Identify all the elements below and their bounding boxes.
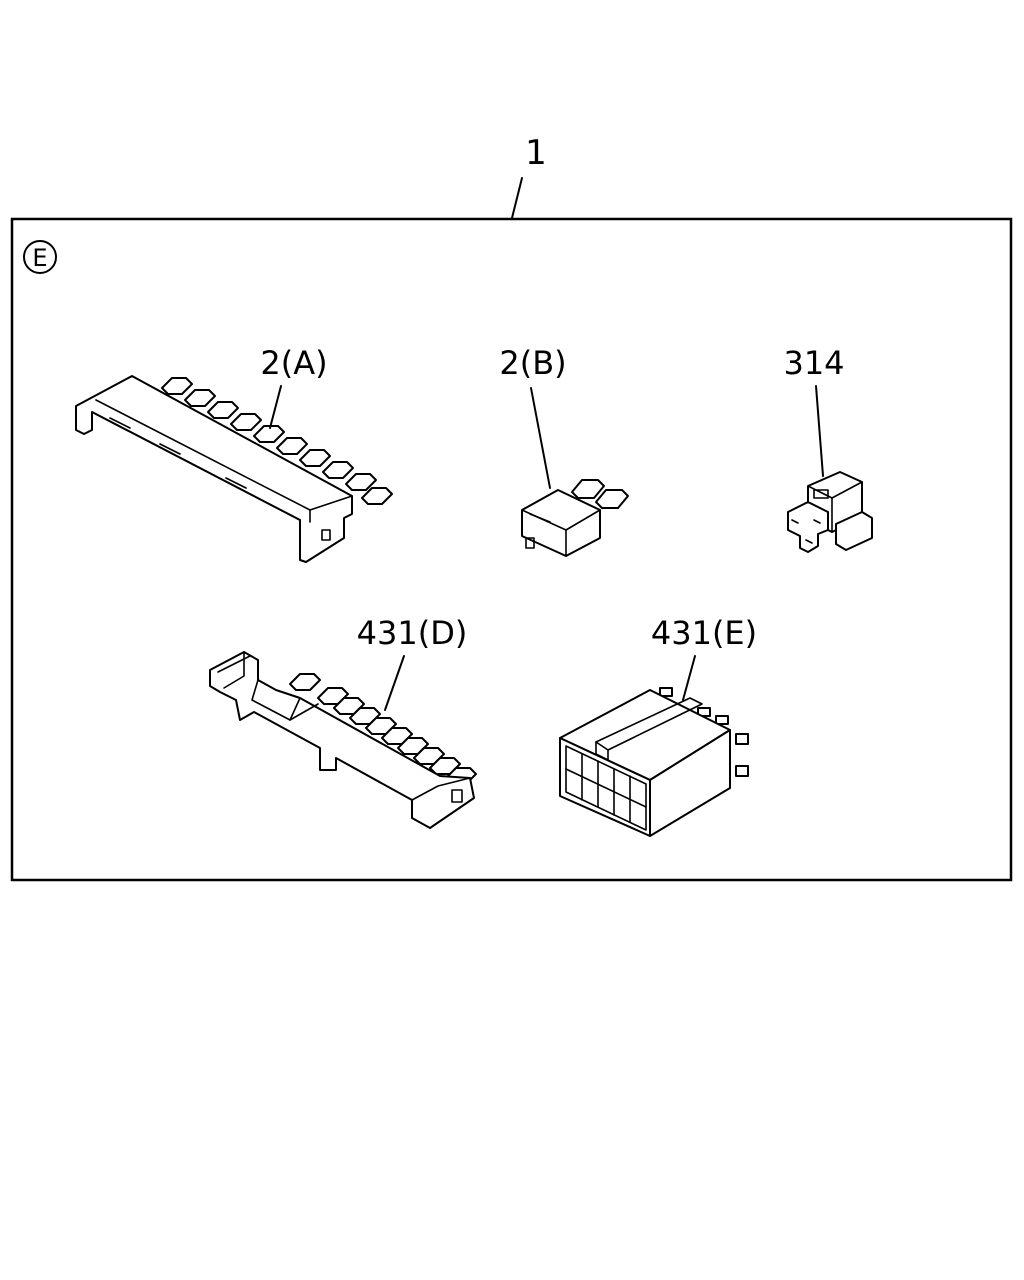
part-431e-leader-line: [682, 655, 696, 701]
part-431d-body: [209, 651, 475, 829]
part-431e-label: 431(E): [651, 614, 757, 652]
assembly-frame: [10, 217, 1013, 882]
part-431d-drawing: [209, 651, 477, 829]
part-2b-label: 2(B): [499, 344, 566, 382]
part-431e-drawing: [559, 687, 749, 837]
part-2a-leader-line: [269, 385, 282, 429]
part-314-leader-line: [815, 385, 824, 477]
part-2a-body: [75, 375, 353, 563]
part-431d-label: 431(D): [357, 614, 468, 652]
part-431d-leader-line: [384, 655, 405, 711]
part-2a-label: 2(A): [260, 344, 327, 382]
part-2b-drawing: [521, 479, 629, 557]
part-2a-terminals: [161, 377, 393, 505]
part-431e-cavity-grid: [565, 745, 647, 831]
assembly-callout-label: 1: [525, 133, 547, 173]
part-431e-terminals: [659, 687, 749, 777]
part-431d-terminals: [289, 673, 477, 785]
assembly-leader-line: [511, 177, 523, 219]
view-marker-label: E: [32, 244, 47, 272]
view-marker: E: [23, 240, 57, 274]
part-2b-body: [521, 489, 601, 557]
part-314-label: 314: [783, 344, 844, 382]
view-marker-circle: [23, 240, 57, 274]
part-2a-drawing: [75, 375, 393, 563]
part-2b-leader-line: [530, 387, 551, 489]
part-314-drawing: [787, 471, 873, 553]
